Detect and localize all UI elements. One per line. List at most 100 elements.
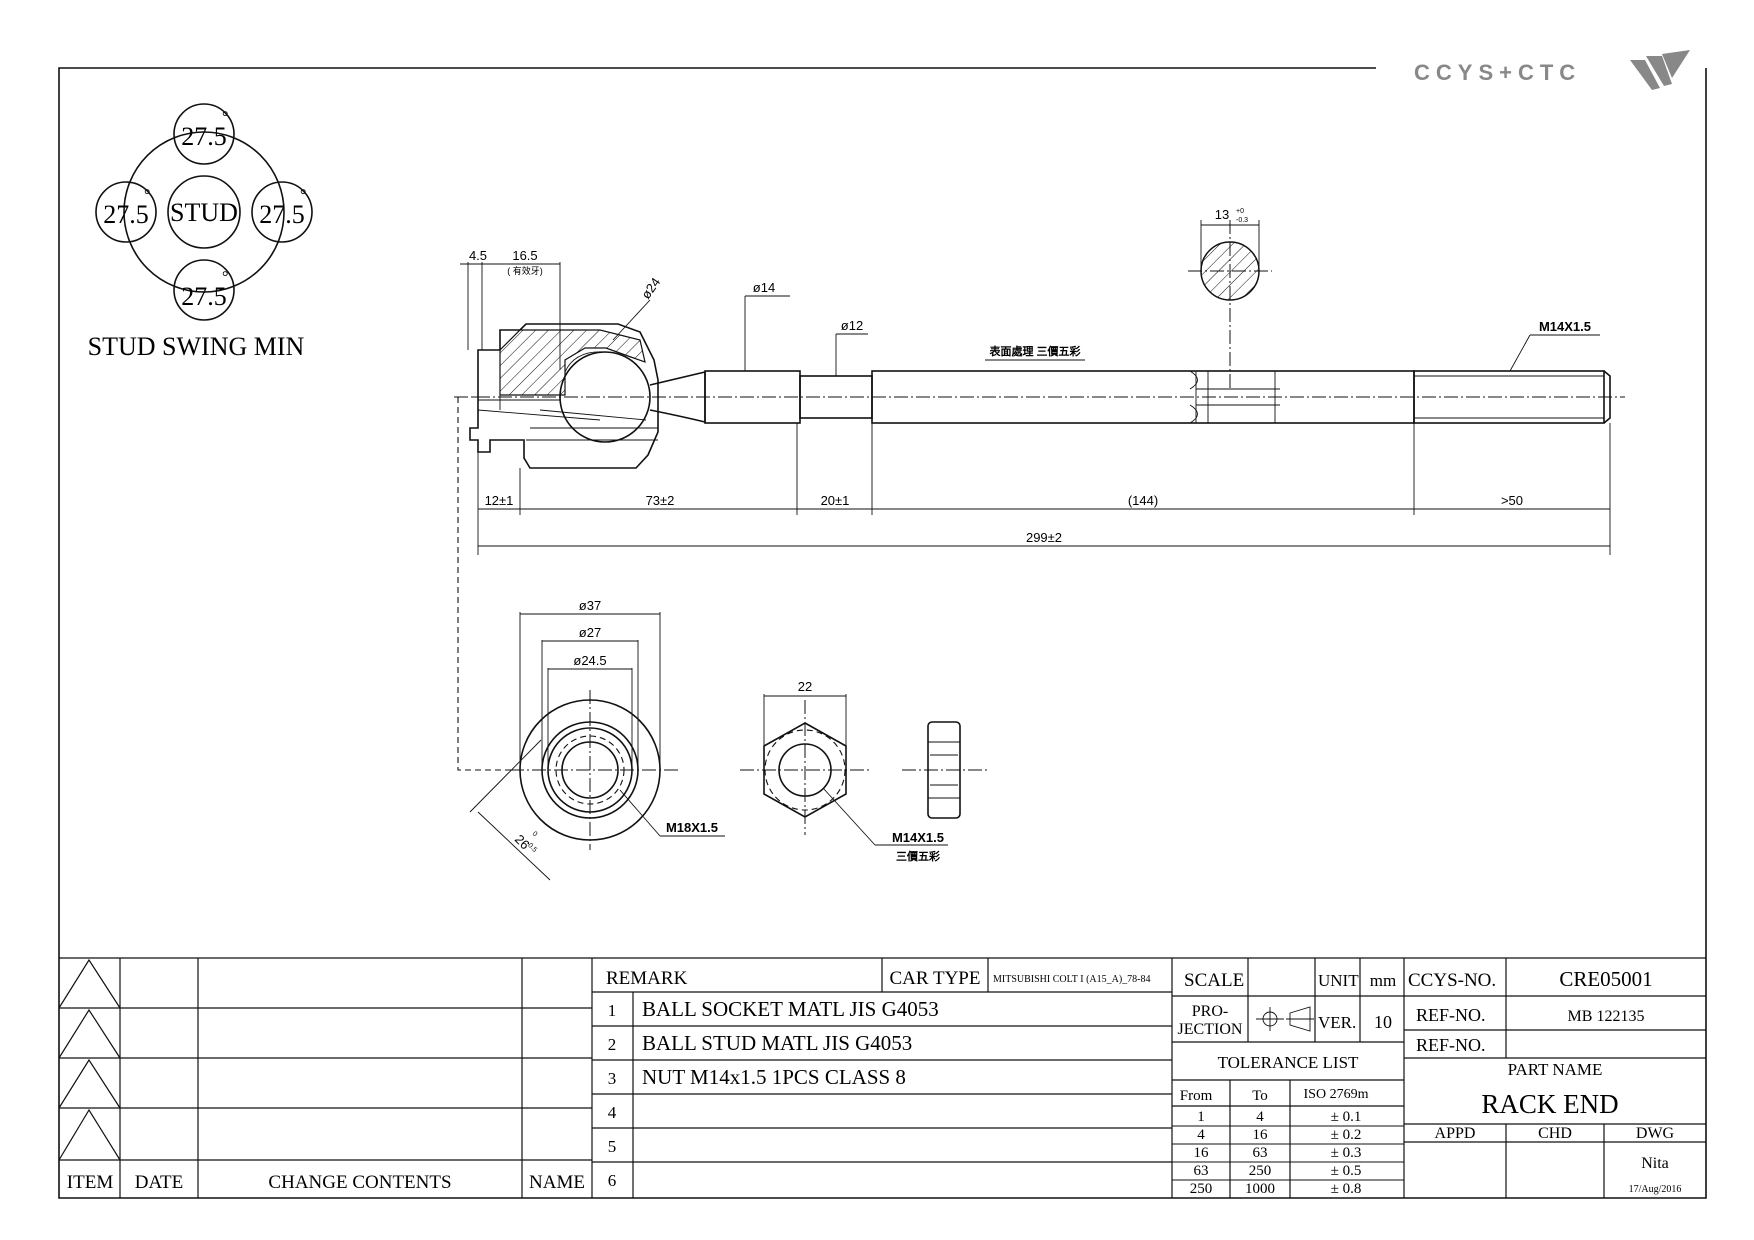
dim-thread-end: M14X1.5 <box>1539 319 1591 334</box>
tolerance-cell-to: 4 <box>1256 1109 1264 1125</box>
title-block-grid <box>58 957 1706 1198</box>
tolerance-cell-from: 63 <box>1194 1163 1209 1179</box>
tolerance-col-from: From <box>1180 1088 1213 1104</box>
dim-dia-27: ø27 <box>579 625 601 640</box>
brand-logo: CCYS+CTC <box>1414 50 1690 90</box>
unit-value: mm <box>1370 971 1396 990</box>
swing-right-value: 27.5 <box>259 200 305 229</box>
sheet-border <box>58 67 1707 1199</box>
tolerance-cell-from: 1 <box>1197 1109 1205 1125</box>
tolerance-cell-to: 16 <box>1253 1127 1269 1143</box>
ver-value: 10 <box>1374 1012 1392 1032</box>
dim-seg-4: (144) <box>1128 493 1158 508</box>
swing-top-value: 27.5 <box>181 122 227 151</box>
dwg-label: DWG <box>1636 1125 1675 1142</box>
dim-seg-1: 12±1 <box>485 493 514 508</box>
dim-nut-width: 22 <box>798 679 812 694</box>
ref-number-1: MB 122135 <box>1568 1008 1645 1025</box>
brand-logo-text: CCYS+CTC <box>1414 60 1581 85</box>
remark-number: 2 <box>608 1035 617 1054</box>
revision-header-contents: CHANGE CONTENTS <box>268 1172 451 1193</box>
socket-end-view <box>469 612 725 881</box>
drawing-date: 17/Aug/2016 <box>1629 1184 1682 1195</box>
dimension-lines <box>457 262 1611 771</box>
tolerance-cell-tol: ± 0.3 <box>1331 1145 1362 1161</box>
dim-dia-24-5: ø24.5 <box>573 653 606 668</box>
remark-number: 3 <box>608 1069 617 1088</box>
remark-text: BALL SOCKET MATL JIS G4053 <box>642 997 939 1021</box>
dim-4-5: 4.5 <box>469 248 487 263</box>
dim-seg-2: 73±2 <box>646 493 675 508</box>
dim-nut-thread: M14X1.5 <box>892 830 944 845</box>
stud-swing-diagram: 27.5 27.5 27.5 27.5 ° ° ° ° STUD STUD SW… <box>88 103 313 361</box>
swing-bottom-degree: ° <box>222 269 228 286</box>
dim-seg-3: 20±1 <box>821 493 850 508</box>
dim-total: 299±2 <box>1026 530 1062 545</box>
tolerance-cell-from: 4 <box>1197 1127 1205 1143</box>
dim-seg-5: >50 <box>1501 493 1523 508</box>
unit-label: UNIT <box>1318 971 1359 990</box>
remark-label: REMARK <box>606 968 688 989</box>
dim-hex: 13 <box>1215 207 1229 222</box>
remark-number: 1 <box>608 1001 617 1020</box>
part-name-label: PART NAME <box>1508 1060 1603 1079</box>
dim-16-5: 16.5 <box>512 248 537 263</box>
revision-header-name: NAME <box>529 1172 585 1193</box>
ver-label: VER. <box>1318 1013 1356 1032</box>
swing-left-value: 27.5 <box>103 200 149 229</box>
remark-number: 5 <box>608 1137 617 1156</box>
brand-emblem-icon <box>1630 50 1690 90</box>
ref-label-1: REF-NO. <box>1416 1005 1486 1025</box>
ccys-number: CRE05001 <box>1559 967 1652 991</box>
rack-end-side-view <box>454 220 1625 469</box>
tolerance-cell-to: 250 <box>1249 1163 1272 1179</box>
tolerance-cell-tol: ± 0.5 <box>1331 1163 1362 1179</box>
nut-front-view <box>740 694 948 846</box>
tolerance-title: TOLERANCE LIST <box>1218 1053 1359 1072</box>
tolerance-cell-tol: ± 0.2 <box>1331 1127 1362 1143</box>
projection-label-1: PRO- <box>1192 1003 1228 1020</box>
dim-dia-37: ø37 <box>579 598 601 613</box>
swing-caption: STUD SWING MIN <box>88 332 305 361</box>
scale-label: SCALE <box>1184 970 1244 991</box>
swing-top-degree: ° <box>222 109 228 126</box>
dim-surface-note: 表面處理 三價五彩 <box>988 344 1080 358</box>
dim-socket-thread: M18X1.5 <box>666 820 718 835</box>
appd-label: APPD <box>1435 1125 1476 1142</box>
tolerance-cell-to: 1000 <box>1245 1181 1275 1197</box>
remark-text: NUT M14x1.5 1PCS CLASS 8 <box>642 1065 906 1089</box>
remark-number: 4 <box>608 1103 617 1122</box>
dim-across-dn: -0.5 <box>525 840 539 854</box>
dim-dia-24: ø24 <box>638 275 663 302</box>
swing-stud-label: STUD <box>170 198 238 227</box>
dim-dia-14: ø14 <box>753 280 775 295</box>
drawn-by: Nita <box>1641 1155 1669 1172</box>
revision-header-date: DATE <box>135 1172 184 1193</box>
projection-label-2: JECTION <box>1178 1021 1243 1038</box>
dim-across-up: 0 <box>531 830 539 838</box>
car-type-value: MITSUBISHI COLT I (A15_A)_78-84 <box>993 974 1151 985</box>
swing-right-degree: ° <box>300 187 306 204</box>
revision-header-item: ITEM <box>67 1172 114 1193</box>
tolerance-col-to: To <box>1252 1088 1268 1104</box>
remark-text: BALL STUD MATL JIS G4053 <box>642 1031 912 1055</box>
ccys-label: CCYS-NO. <box>1408 970 1496 991</box>
part-name: RACK END <box>1481 1089 1618 1119</box>
tolerance-cell-tol: ± 0.8 <box>1331 1181 1362 1197</box>
nut-side-view <box>902 721 990 819</box>
projection-symbol-icon <box>1256 1006 1314 1032</box>
dim-nut-note: 三價五彩 <box>896 849 940 863</box>
car-type-label: CAR TYPE <box>890 968 981 989</box>
dim-dia-12: ø12 <box>841 318 863 333</box>
swing-left-degree: ° <box>144 187 150 204</box>
remark-list: 1 BALL SOCKET MATL JIS G4053 2 BALL STUD MA… <box>608 997 939 1190</box>
ref-label-2: REF-NO. <box>1416 1035 1486 1055</box>
dim-16-5-note: ( 有效牙) <box>507 265 543 276</box>
tolerance-cell-from: 250 <box>1190 1181 1213 1197</box>
remark-number: 6 <box>608 1171 617 1190</box>
tolerance-cell-from: 16 <box>1194 1145 1210 1161</box>
dim-hex-tol-dn: -0.3 <box>1236 217 1248 224</box>
swing-bottom-value: 27.5 <box>181 282 227 311</box>
